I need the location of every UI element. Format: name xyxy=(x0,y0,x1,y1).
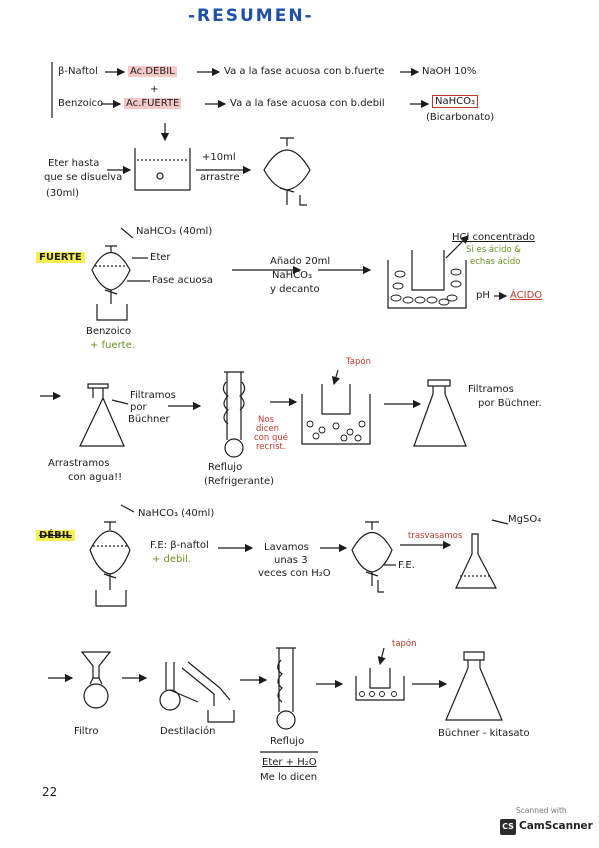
anado-line2: NaHCO₃ xyxy=(272,270,312,281)
arrastramos-line2: con agua!! xyxy=(68,472,123,483)
buchner-flask-2 xyxy=(413,379,467,447)
hcl-label: HCl concentrado xyxy=(452,232,536,243)
eter-line1: Eter hasta xyxy=(48,158,100,169)
reflux-condenser-2 xyxy=(276,647,296,712)
erlenmeyer-flask xyxy=(455,533,497,589)
filtro-label: Filtro xyxy=(74,726,99,737)
nos-line2: dicen xyxy=(256,424,280,434)
distillation xyxy=(165,662,199,703)
camscanner-brand: CamScanner xyxy=(519,820,593,832)
plus-sign: + xyxy=(150,84,159,95)
ph-label: pH xyxy=(476,290,490,301)
hcl-note-line1: Si es ácido & xyxy=(466,245,521,255)
destilacion-label: Destilación xyxy=(160,726,216,737)
reflujo2-label: Reflujo xyxy=(270,736,305,747)
lavamos-line3: veces con H₂O xyxy=(258,568,331,579)
anado-line3: y decanto xyxy=(270,284,320,295)
eter-line2: que se disuelva xyxy=(44,172,123,183)
tapon-label: Tapón xyxy=(346,357,371,367)
filtramos2-line2: por Büchner. xyxy=(478,398,542,409)
buchner-kitasato-label: Büchner - kitasato xyxy=(438,728,530,739)
ml10-label: +10ml xyxy=(202,152,236,163)
buchner-flask xyxy=(79,383,125,447)
mgso4-label: MgSO₄ xyxy=(508,514,542,525)
eter-layer-label: Eter xyxy=(150,252,171,263)
eter-line3: (30ml) xyxy=(46,188,80,199)
bicarbonato-label: (Bicarbonato) xyxy=(426,112,495,123)
scanned-with-text: Scanned with xyxy=(516,806,567,815)
filtramos-line1: Filtramos xyxy=(130,390,176,401)
buchner-kitasato xyxy=(445,651,503,721)
filtramos-line2: por xyxy=(130,402,147,413)
page-number: 22 xyxy=(42,785,58,799)
reflujo-line1: Reflujo xyxy=(208,462,243,473)
naftol-label: β-Naftol xyxy=(58,66,98,77)
nos-line1: Nos xyxy=(258,415,274,425)
water-bath xyxy=(301,394,371,445)
eter-h2o-label: Eter + H₂O xyxy=(262,757,317,768)
fe-line1: F.E: β-naftol xyxy=(150,540,209,551)
nos-line3: con qué xyxy=(254,433,288,443)
naoh-label: NaOH 10% xyxy=(422,66,477,77)
separatory-funnel xyxy=(263,137,311,205)
nahco3-40-weak: NaHCO₃ (40ml) xyxy=(138,508,215,519)
anado-line1: Añado 20ml xyxy=(270,256,331,267)
nahco3-40-strong: NaHCO₃ (40ml) xyxy=(136,226,213,237)
hcl-note-line2: echas ácido xyxy=(470,257,521,267)
nos-line4: recrist. xyxy=(256,442,286,452)
acid-strong-label: Ac.FUERTE xyxy=(124,98,182,109)
camscanner-badge: Scanned with CS CamScanner xyxy=(496,806,593,840)
reflux-condenser xyxy=(222,371,246,440)
me-lo-dicen-label: Me lo dicen xyxy=(260,772,318,783)
tapon2-label: tapón xyxy=(392,639,417,649)
fe-short-label: F.E. xyxy=(398,560,415,571)
beaker xyxy=(134,148,191,191)
ice-bath xyxy=(387,260,467,309)
trasvasamos-label: trasvasamos xyxy=(408,531,463,541)
page-title: -RESUMEN- xyxy=(188,6,314,26)
camscanner-logo-icon: CS xyxy=(500,819,516,835)
goes-strong-text: Va a la fase acuosa con b.debil xyxy=(230,98,385,109)
nahco3-boxed: NaHCO₃ xyxy=(432,95,478,108)
ph-value: ÁCIDO xyxy=(510,290,543,301)
benzoico-label: Benzoico xyxy=(58,98,104,109)
separatory-funnel-3 xyxy=(351,521,393,586)
funnel xyxy=(80,651,112,679)
lavamos-line1: Lavamos xyxy=(264,542,309,553)
separatory-funnel-strong xyxy=(91,245,131,304)
arrastramos-line1: Arrastramos xyxy=(48,458,110,469)
acid-weak-label: Ac.DEBIL xyxy=(128,66,177,77)
separatory-funnel-weak xyxy=(89,521,131,590)
tag-debil: DÉBIL xyxy=(36,530,75,541)
arrastre-label: arrastre xyxy=(200,172,240,183)
benzoico-result-line1: Benzoico xyxy=(86,326,132,337)
water-bath-2 xyxy=(355,676,405,701)
fe-line2: + debil. xyxy=(152,554,192,565)
tag-fuerte: FUERTE xyxy=(36,252,85,263)
benzoico-result-line2: + fuerte. xyxy=(90,340,135,351)
filtramos-line3: Büchner xyxy=(128,414,170,425)
lavamos-line2: unas 3 xyxy=(274,555,308,566)
filtramos2-line1: Filtramos xyxy=(468,384,514,395)
goes-weak-text: Va a la fase acuosa con b.fuerte xyxy=(224,66,385,77)
fase-acuosa-label: Fase acuosa xyxy=(152,275,213,286)
reflujo-line2: (Refrigerante) xyxy=(204,476,275,487)
